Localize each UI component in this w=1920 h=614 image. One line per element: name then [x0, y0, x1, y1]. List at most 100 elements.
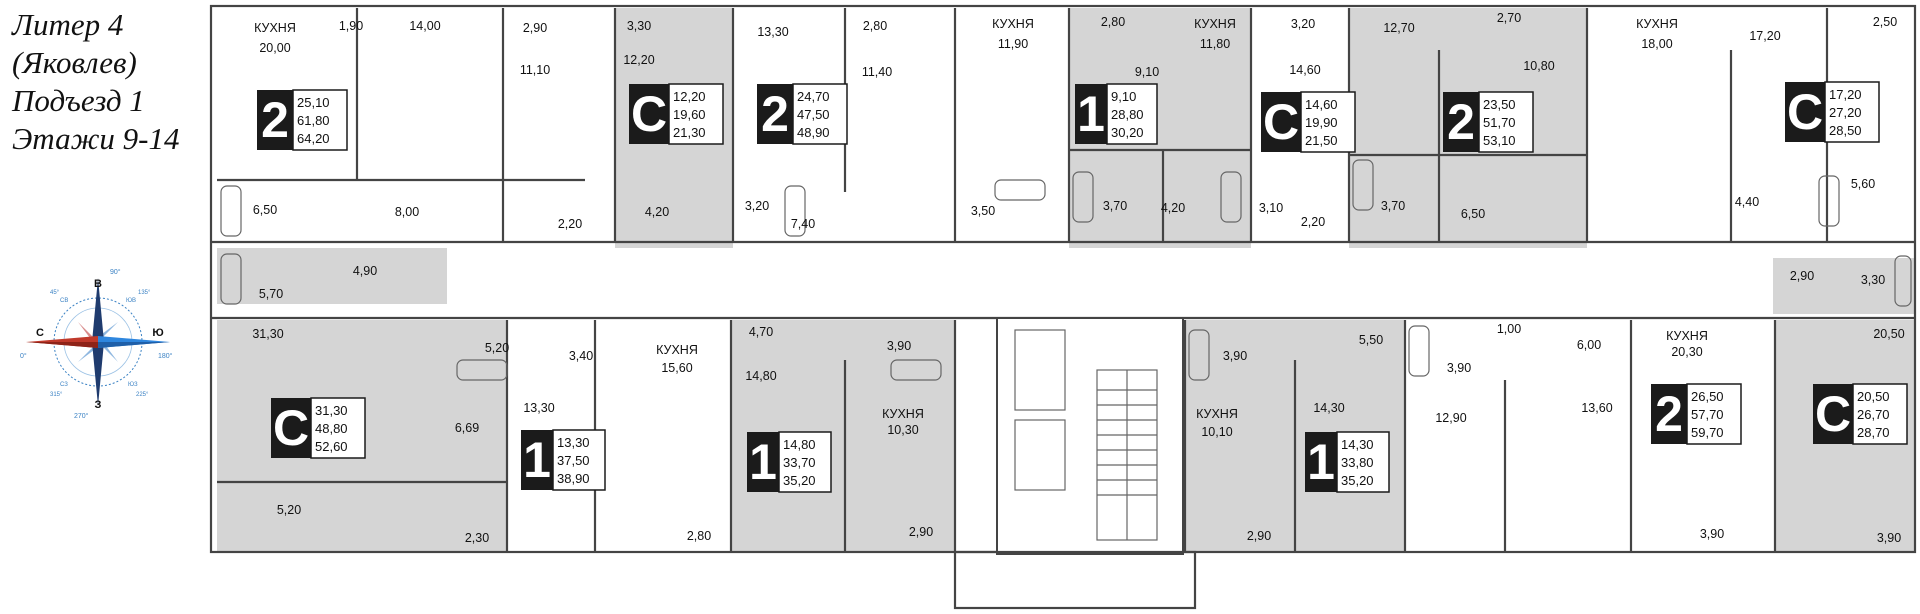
svg-text:33,70: 33,70 — [783, 455, 816, 470]
room-area-labels: 1,90 14,00 2,90 11,10 3,30 12,20 13,30 2… — [252, 11, 1904, 545]
svg-text:КУХНЯ: КУХНЯ — [1666, 329, 1708, 343]
title-line-floors: Этажи 9-14 — [12, 121, 180, 156]
room-area: 14,80 — [745, 369, 776, 383]
svg-text:23,50: 23,50 — [1483, 97, 1516, 112]
apartment-badge: 2 25,10 61,80 64,20 — [257, 89, 348, 151]
room-area: 3,30 — [1861, 273, 1885, 287]
title-line-entrance: Подъезд 1 — [12, 83, 145, 118]
room-area: 13,60 — [1581, 401, 1612, 415]
room-area: 4,20 — [645, 205, 669, 219]
room-area: 6,00 — [1577, 338, 1601, 352]
svg-text:2: 2 — [261, 92, 289, 148]
room-area: 10,80 — [1523, 59, 1554, 73]
room-area: 3,30 — [627, 19, 651, 33]
room-area: 9,10 — [1135, 65, 1159, 79]
title-line-developer: (Яковлев) — [12, 45, 137, 80]
room-area: 3,20 — [745, 199, 769, 213]
apartment-badge: 2 24,70 47,50 48,90 — [757, 83, 848, 145]
compass-dir-se: ЮЗ — [128, 382, 138, 388]
svg-text:10,30: 10,30 — [887, 423, 918, 437]
compass-letter-bottom: З — [95, 399, 102, 411]
svg-text:28,70: 28,70 — [1857, 425, 1890, 440]
room-area: 2,50 — [1873, 15, 1897, 29]
room-area: 3,40 — [569, 349, 593, 363]
svg-text:20,30: 20,30 — [1671, 345, 1702, 359]
svg-text:52,60: 52,60 — [315, 439, 348, 454]
room-area: 1,90 — [339, 19, 363, 33]
compass-deg-ne: 135° — [138, 290, 151, 296]
room-area: 1,00 — [1497, 322, 1521, 336]
room-area: 2,80 — [687, 529, 711, 543]
bathroom-fixtures — [220, 159, 1912, 381]
room-area: 3,90 — [1447, 361, 1471, 375]
room-area: 4,70 — [749, 325, 773, 339]
svg-text:18,00: 18,00 — [1641, 37, 1672, 51]
compass-deg-top: 90° — [110, 268, 121, 276]
svg-text:КУХНЯ: КУХНЯ — [882, 407, 924, 421]
compass-dir-sw: СЗ — [60, 382, 68, 388]
svg-text:КУХНЯ: КУХНЯ — [1636, 17, 1678, 31]
svg-text:64,20: 64,20 — [297, 131, 330, 146]
svg-text:9,10: 9,10 — [1111, 89, 1136, 104]
svg-text:26,50: 26,50 — [1691, 389, 1724, 404]
svg-text:25,10: 25,10 — [297, 95, 330, 110]
compass-letter-left: С — [36, 327, 44, 339]
elevator-shaft-2 — [1014, 419, 1066, 491]
svg-text:1: 1 — [1077, 86, 1105, 142]
apartment-badge: C 31,30 48,80 52,60 — [271, 397, 366, 459]
room-area: 17,20 — [1749, 29, 1780, 43]
compass-deg-right: 180° — [158, 352, 173, 360]
room-area: 13,30 — [757, 25, 788, 39]
svg-text:19,60: 19,60 — [673, 107, 706, 122]
compass-dir-ne: ЮВ — [126, 298, 136, 304]
svg-text:2: 2 — [761, 86, 789, 142]
compass-deg-sw: 315° — [50, 392, 63, 398]
elevator-shaft — [1014, 329, 1066, 411]
svg-text:КУХНЯ: КУХНЯ — [1196, 407, 1238, 421]
svg-text:35,20: 35,20 — [1341, 473, 1374, 488]
svg-text:1: 1 — [1307, 434, 1335, 490]
compass-deg-bottom: 270° — [74, 412, 89, 420]
svg-text:61,80: 61,80 — [297, 113, 330, 128]
compass-letter-top: В — [94, 278, 102, 290]
svg-text:13,30: 13,30 — [557, 435, 590, 450]
room-area: 14,00 — [409, 19, 440, 33]
svg-text:33,80: 33,80 — [1341, 455, 1374, 470]
apartment-badge: C 17,20 27,20 28,50 — [1785, 81, 1880, 143]
room-area: 14,60 — [1289, 63, 1320, 77]
apartment-badge: 1 9,10 28,80 30,20 — [1075, 83, 1158, 145]
room-area: 12,20 — [623, 53, 654, 67]
room-area: 11,10 — [520, 63, 550, 77]
svg-text:28,80: 28,80 — [1111, 107, 1144, 122]
room-area: 3,10 — [1259, 201, 1283, 215]
room-area: 3,70 — [1381, 199, 1405, 213]
svg-text:14,60: 14,60 — [1305, 97, 1338, 112]
svg-text:C: C — [273, 400, 309, 456]
room-area: 12,70 — [1383, 21, 1414, 35]
apartment-badge: C 20,50 26,70 28,70 — [1813, 383, 1908, 445]
svg-text:21,30: 21,30 — [673, 125, 706, 140]
svg-text:28,50: 28,50 — [1829, 123, 1862, 138]
room-area: 3,50 — [971, 204, 995, 218]
stair-core — [953, 317, 1197, 610]
room-area: 2,90 — [523, 21, 547, 35]
svg-text:C: C — [1263, 94, 1299, 150]
room-area: 2,80 — [863, 19, 887, 33]
room-area: 2,20 — [558, 217, 582, 231]
room-area: 14,30 — [1313, 401, 1344, 415]
room-area: 2,90 — [1790, 269, 1814, 283]
room-area: 5,20 — [485, 341, 509, 355]
svg-text:КУХНЯ: КУХНЯ — [254, 21, 296, 35]
compass-dir-nw: СВ — [60, 298, 68, 304]
svg-text:1: 1 — [749, 434, 777, 490]
plan-title: Литер 4 (Яковлев) Подъезд 1 Этажи 9-14 — [12, 6, 202, 158]
room-area: 12,90 — [1435, 411, 1466, 425]
svg-text:2: 2 — [1655, 386, 1683, 442]
svg-text:2: 2 — [1447, 94, 1475, 150]
room-area: 3,70 — [1103, 199, 1127, 213]
svg-text:31,30: 31,30 — [315, 403, 348, 418]
svg-text:35,20: 35,20 — [783, 473, 816, 488]
